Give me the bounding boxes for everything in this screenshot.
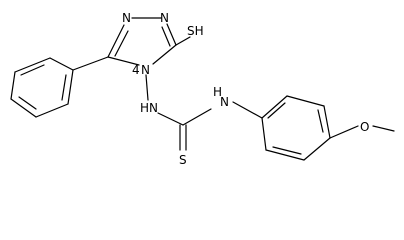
atom-n4-label: N: [141, 63, 150, 77]
phenyl-bond-5: [35, 103, 69, 118]
atom-hn-label: HN: [140, 101, 158, 115]
aryl-bond-5: [286, 95, 325, 107]
aryl-inner-1: [272, 146, 302, 155]
atom-o-label: O: [360, 120, 369, 134]
chemical-structure-diagram: N N SH N 4 HN H N S O: [10, 11, 395, 167]
phenyl-inner-2: [18, 96, 37, 110]
atom-nh-h-label: H: [213, 85, 222, 99]
phenyl-bond-3: [10, 71, 16, 100]
triazole-ring: [107, 17, 177, 66]
bond-c3-sh: [175, 36, 191, 46]
bond-c5-phenyl: [72, 56, 109, 71]
atom-n4-locant-label: 4: [132, 63, 140, 77]
bond-nh-c: [157, 112, 184, 126]
phenyl-bond-1: [49, 57, 74, 71]
aryl-bond-2: [265, 149, 305, 161]
bond-c3-n4: [152, 44, 177, 65]
bond-n-aryl: [232, 101, 263, 119]
phenyl-ring: [10, 56, 109, 118]
phenyl-bond-6: [67, 69, 74, 105]
aryl-inner-3: [267, 102, 286, 119]
aryl-bond-1: [261, 117, 267, 151]
bond-aryl-o: [329, 125, 359, 139]
bond-n4-nh: [145, 74, 149, 101]
bond-c-n: [182, 108, 212, 126]
atom-n1-label: N: [122, 11, 131, 25]
phenyl-inner-1: [20, 64, 45, 76]
bond-c5-n1-double: [114, 30, 129, 57]
bond-n2-c3-double: [161, 26, 171, 47]
bond-o-methyl: [372, 125, 395, 132]
aryl-inner-2: [317, 109, 324, 133]
atom-nh-n-label: N: [220, 95, 229, 109]
aryl-bond-3: [303, 137, 331, 161]
atom-s-label: S: [179, 153, 187, 167]
bond-n2-c3: [166, 23, 177, 46]
phenyl-bond-2: [14, 57, 51, 73]
atom-sh-label: SH: [187, 24, 204, 38]
bond-c5-n1: [107, 24, 125, 58]
bond-n4-c5: [107, 56, 140, 66]
phenyl-bond-4: [10, 98, 37, 118]
atom-n2-label: N: [160, 11, 169, 25]
aryl-bond-6: [261, 95, 288, 119]
methoxyphenyl-ring: [261, 95, 331, 161]
aryl-bond-4: [323, 105, 331, 139]
phenyl-inner-3: [61, 74, 67, 101]
thiourea-group: [157, 108, 212, 151]
